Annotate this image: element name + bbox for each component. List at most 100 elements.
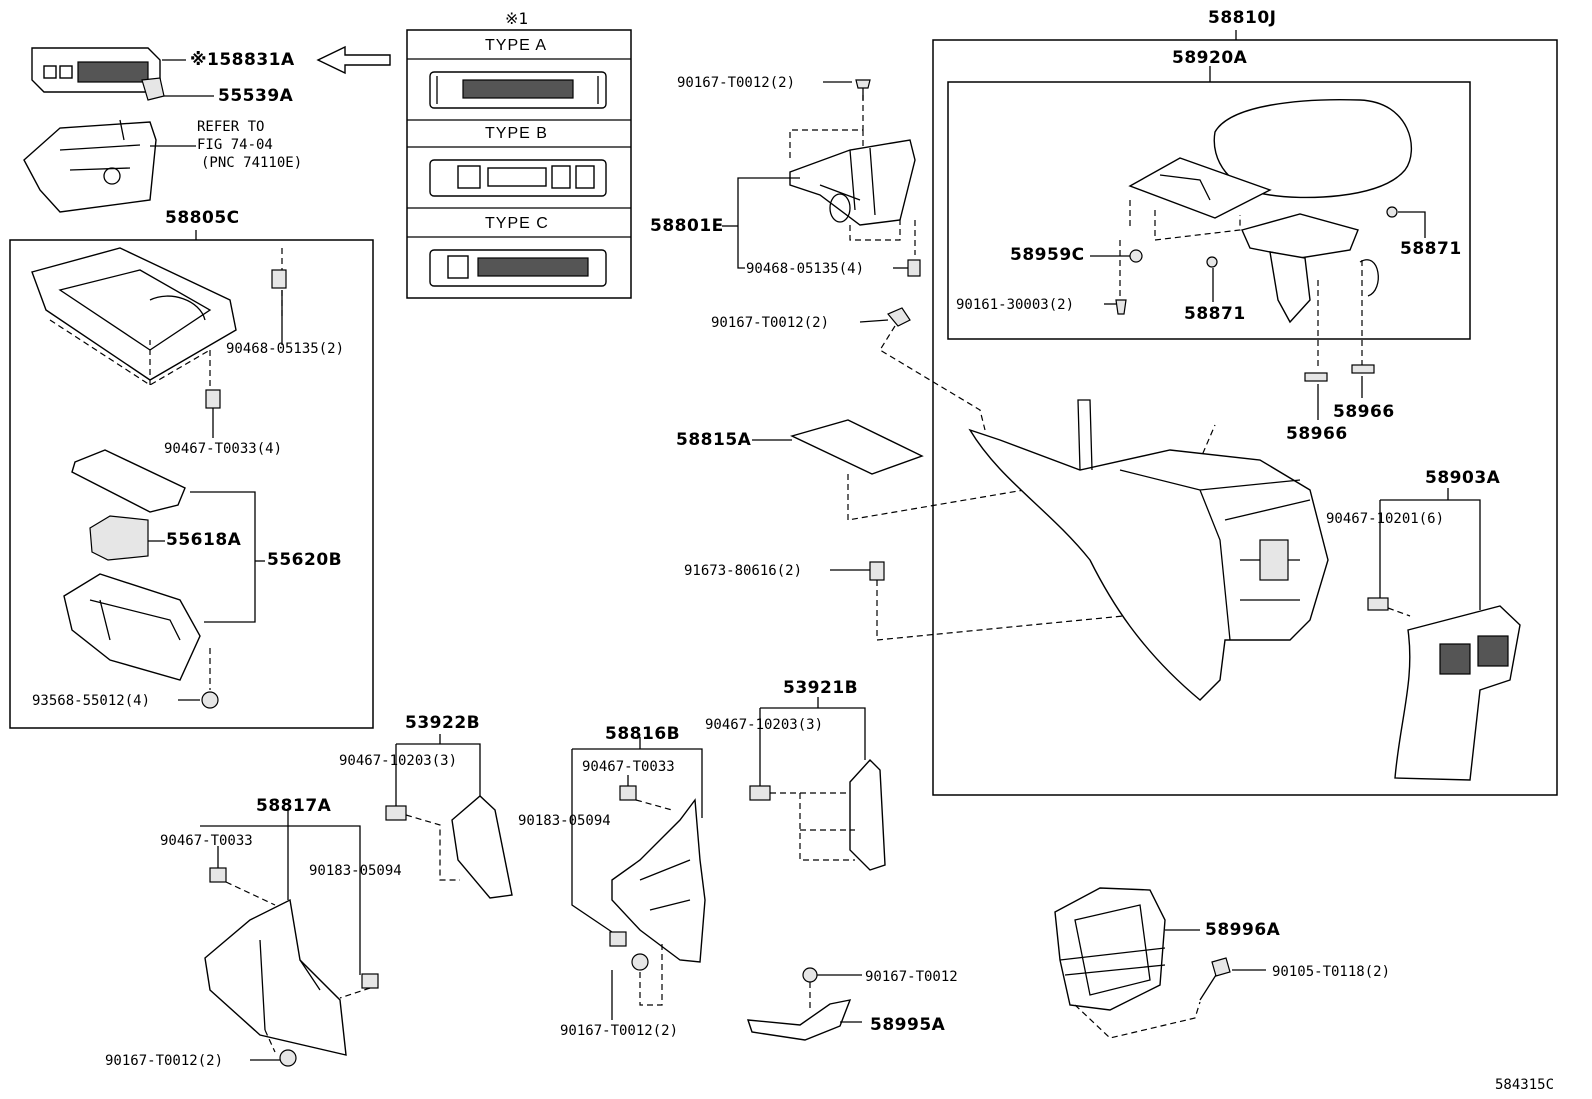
label-90467-10201-6: 90467-10201(6): [1326, 511, 1445, 527]
part-58815A-mat-icon: [790, 419, 924, 475]
label-90468-05135-2: 90468-05135(2): [226, 341, 345, 357]
clip-90467-10203-left-icon: [385, 805, 407, 821]
clip-90467-T0033-icon: [205, 389, 221, 409]
label-58966-right: 58966: [1333, 402, 1395, 422]
type-a-label: TYPE A: [485, 37, 548, 54]
type-box-mark: ※1: [505, 9, 529, 28]
part-55539A-icon: [141, 77, 165, 101]
part-58816B-panel-icon: [611, 798, 706, 963]
clip-90468-icon: [271, 269, 287, 289]
label-90167-T0012-single: 90167-T0012: [865, 969, 958, 985]
screw-90167-mid-icon: [887, 307, 911, 327]
part-55620B-tray-icon: [63, 573, 201, 681]
group-box-58920A: [947, 81, 1471, 340]
label-90467-10203-3-left: 90467-10203(3): [339, 753, 458, 769]
part-hinge-arm-icon: [1269, 251, 1311, 324]
screw-90167-bl-icon: [279, 1049, 297, 1067]
type-b-box-icon: [429, 159, 607, 197]
label-58871-right: 58871: [1400, 239, 1462, 259]
label-58959C: 58959C: [1010, 245, 1085, 265]
refer-to-line1: REFER TO: [197, 119, 265, 135]
part-58817A-side-panel-icon: [204, 898, 347, 1056]
label-58996A: 58996A: [1205, 920, 1281, 940]
label-90467-T0033-4: 90467-T0033(4): [164, 441, 283, 457]
label-58810J: 58810J: [1208, 8, 1277, 28]
part-58996A-frame-icon: [1054, 887, 1166, 1011]
label-90467-T0033-left: 90467-T0033: [160, 833, 253, 849]
part-58831A-icon: [31, 47, 161, 93]
screw-90167-top-icon: [855, 79, 871, 89]
label-90167-T0012-mid: 90167-T0012(2): [711, 315, 830, 331]
label-90467-T0033-mid: 90467-T0033: [582, 759, 675, 775]
group-box-58810J: [932, 39, 1558, 796]
part-lid-icon: [71, 449, 186, 513]
clip-90468-4-icon: [907, 259, 921, 277]
part-58995A-bracket-icon: [746, 999, 852, 1041]
screw-93568-icon: [201, 691, 219, 709]
type-a-box-icon: [429, 71, 607, 109]
screw-90167-single-icon: [802, 967, 818, 983]
part-latch-icon: [1241, 213, 1359, 259]
label-90167-T0012-top: 90167-T0012(2): [677, 75, 796, 91]
clip-90467-T0033-mid-icon: [619, 785, 637, 801]
pin-58966-left-icon: [1304, 372, 1328, 382]
label-58801E: 58801E: [650, 216, 724, 236]
label-58815A: 58815A: [676, 430, 752, 450]
figure-id: 584315C: [1495, 1077, 1555, 1093]
pin-58966-right-icon: [1351, 364, 1375, 374]
part-53921B-trim-icon: [849, 758, 886, 871]
label-90183-05094-left: 90183-05094: [309, 863, 402, 879]
label-58831A: ※158831A: [190, 50, 295, 70]
label-58805C: 58805C: [165, 208, 240, 228]
label-90183-05094-mid: 90183-05094: [518, 813, 611, 829]
clip-58959C-icon: [1129, 249, 1143, 263]
label-90167-T0012-bc: 90167-T0012(2): [560, 1023, 679, 1039]
clip-90183-mid-icon: [609, 931, 627, 947]
label-90467-10203-3-right: 90467-10203(3): [705, 717, 824, 733]
clip-58871-left-icon: [1206, 256, 1218, 268]
screw-90161-icon: [1115, 299, 1127, 315]
label-58966-left: 58966: [1286, 424, 1348, 444]
part-58801E-bracket-icon: [789, 139, 916, 226]
label-90105-T0118-2: 90105-T0118(2): [1272, 964, 1391, 980]
label-58995A: 58995A: [870, 1015, 946, 1035]
clip-90467-10203-right-icon: [749, 785, 771, 801]
part-58903A-rear-vent-icon: [1394, 605, 1521, 781]
refer-to-line3: (PNC 74110E): [201, 155, 303, 171]
type-c-box-icon: [429, 249, 607, 287]
clip-90183-left-icon: [361, 973, 379, 989]
screw-90167-bc-icon: [631, 953, 649, 971]
bolt-91673-icon: [869, 561, 885, 581]
label-90161-30003-2: 90161-30003(2): [956, 297, 1075, 313]
part-58810J-console-body-icon: [968, 399, 1329, 701]
clip-90467-T0033-left-icon: [209, 867, 227, 883]
referred-part-74110E-icon: [23, 119, 157, 213]
label-53922B: 53922B: [405, 713, 481, 733]
part-58805C-upper-panel-icon: [31, 247, 237, 381]
label-58817A: 58817A: [256, 796, 332, 816]
label-58816B: 58816B: [605, 724, 681, 744]
label-90468-05135-4: 90468-05135(4): [746, 261, 865, 277]
refer-to-line2: FIG 74-04: [197, 137, 273, 153]
clip-58871-right-icon: [1386, 206, 1398, 218]
label-58920A: 58920A: [1172, 48, 1248, 68]
label-55618A: 55618A: [166, 530, 242, 550]
clip-90467-10201-icon: [1367, 597, 1389, 611]
type-c-label: TYPE C: [485, 215, 549, 232]
group-box-type-variants: [406, 29, 632, 299]
label-55539A: 55539A: [218, 86, 294, 106]
part-55618A-icon: [89, 515, 149, 561]
screw-90105-icon: [1211, 957, 1231, 977]
group-box-58805C: [9, 239, 374, 729]
label-58903A: 58903A: [1425, 468, 1501, 488]
type-b-label: TYPE B: [485, 125, 548, 142]
label-53921B: 53921B: [783, 678, 859, 698]
label-55620B: 55620B: [267, 550, 343, 570]
reference-arrow: [316, 45, 391, 75]
part-58920A-hinge-icon: [1128, 157, 1272, 219]
label-90167-T0012-bl: 90167-T0012(2): [105, 1053, 224, 1069]
label-93568-55012-4: 93568-55012(4): [32, 693, 151, 709]
label-91673-80616-2: 91673-80616(2): [684, 563, 803, 579]
label-58871-left: 58871: [1184, 304, 1246, 324]
